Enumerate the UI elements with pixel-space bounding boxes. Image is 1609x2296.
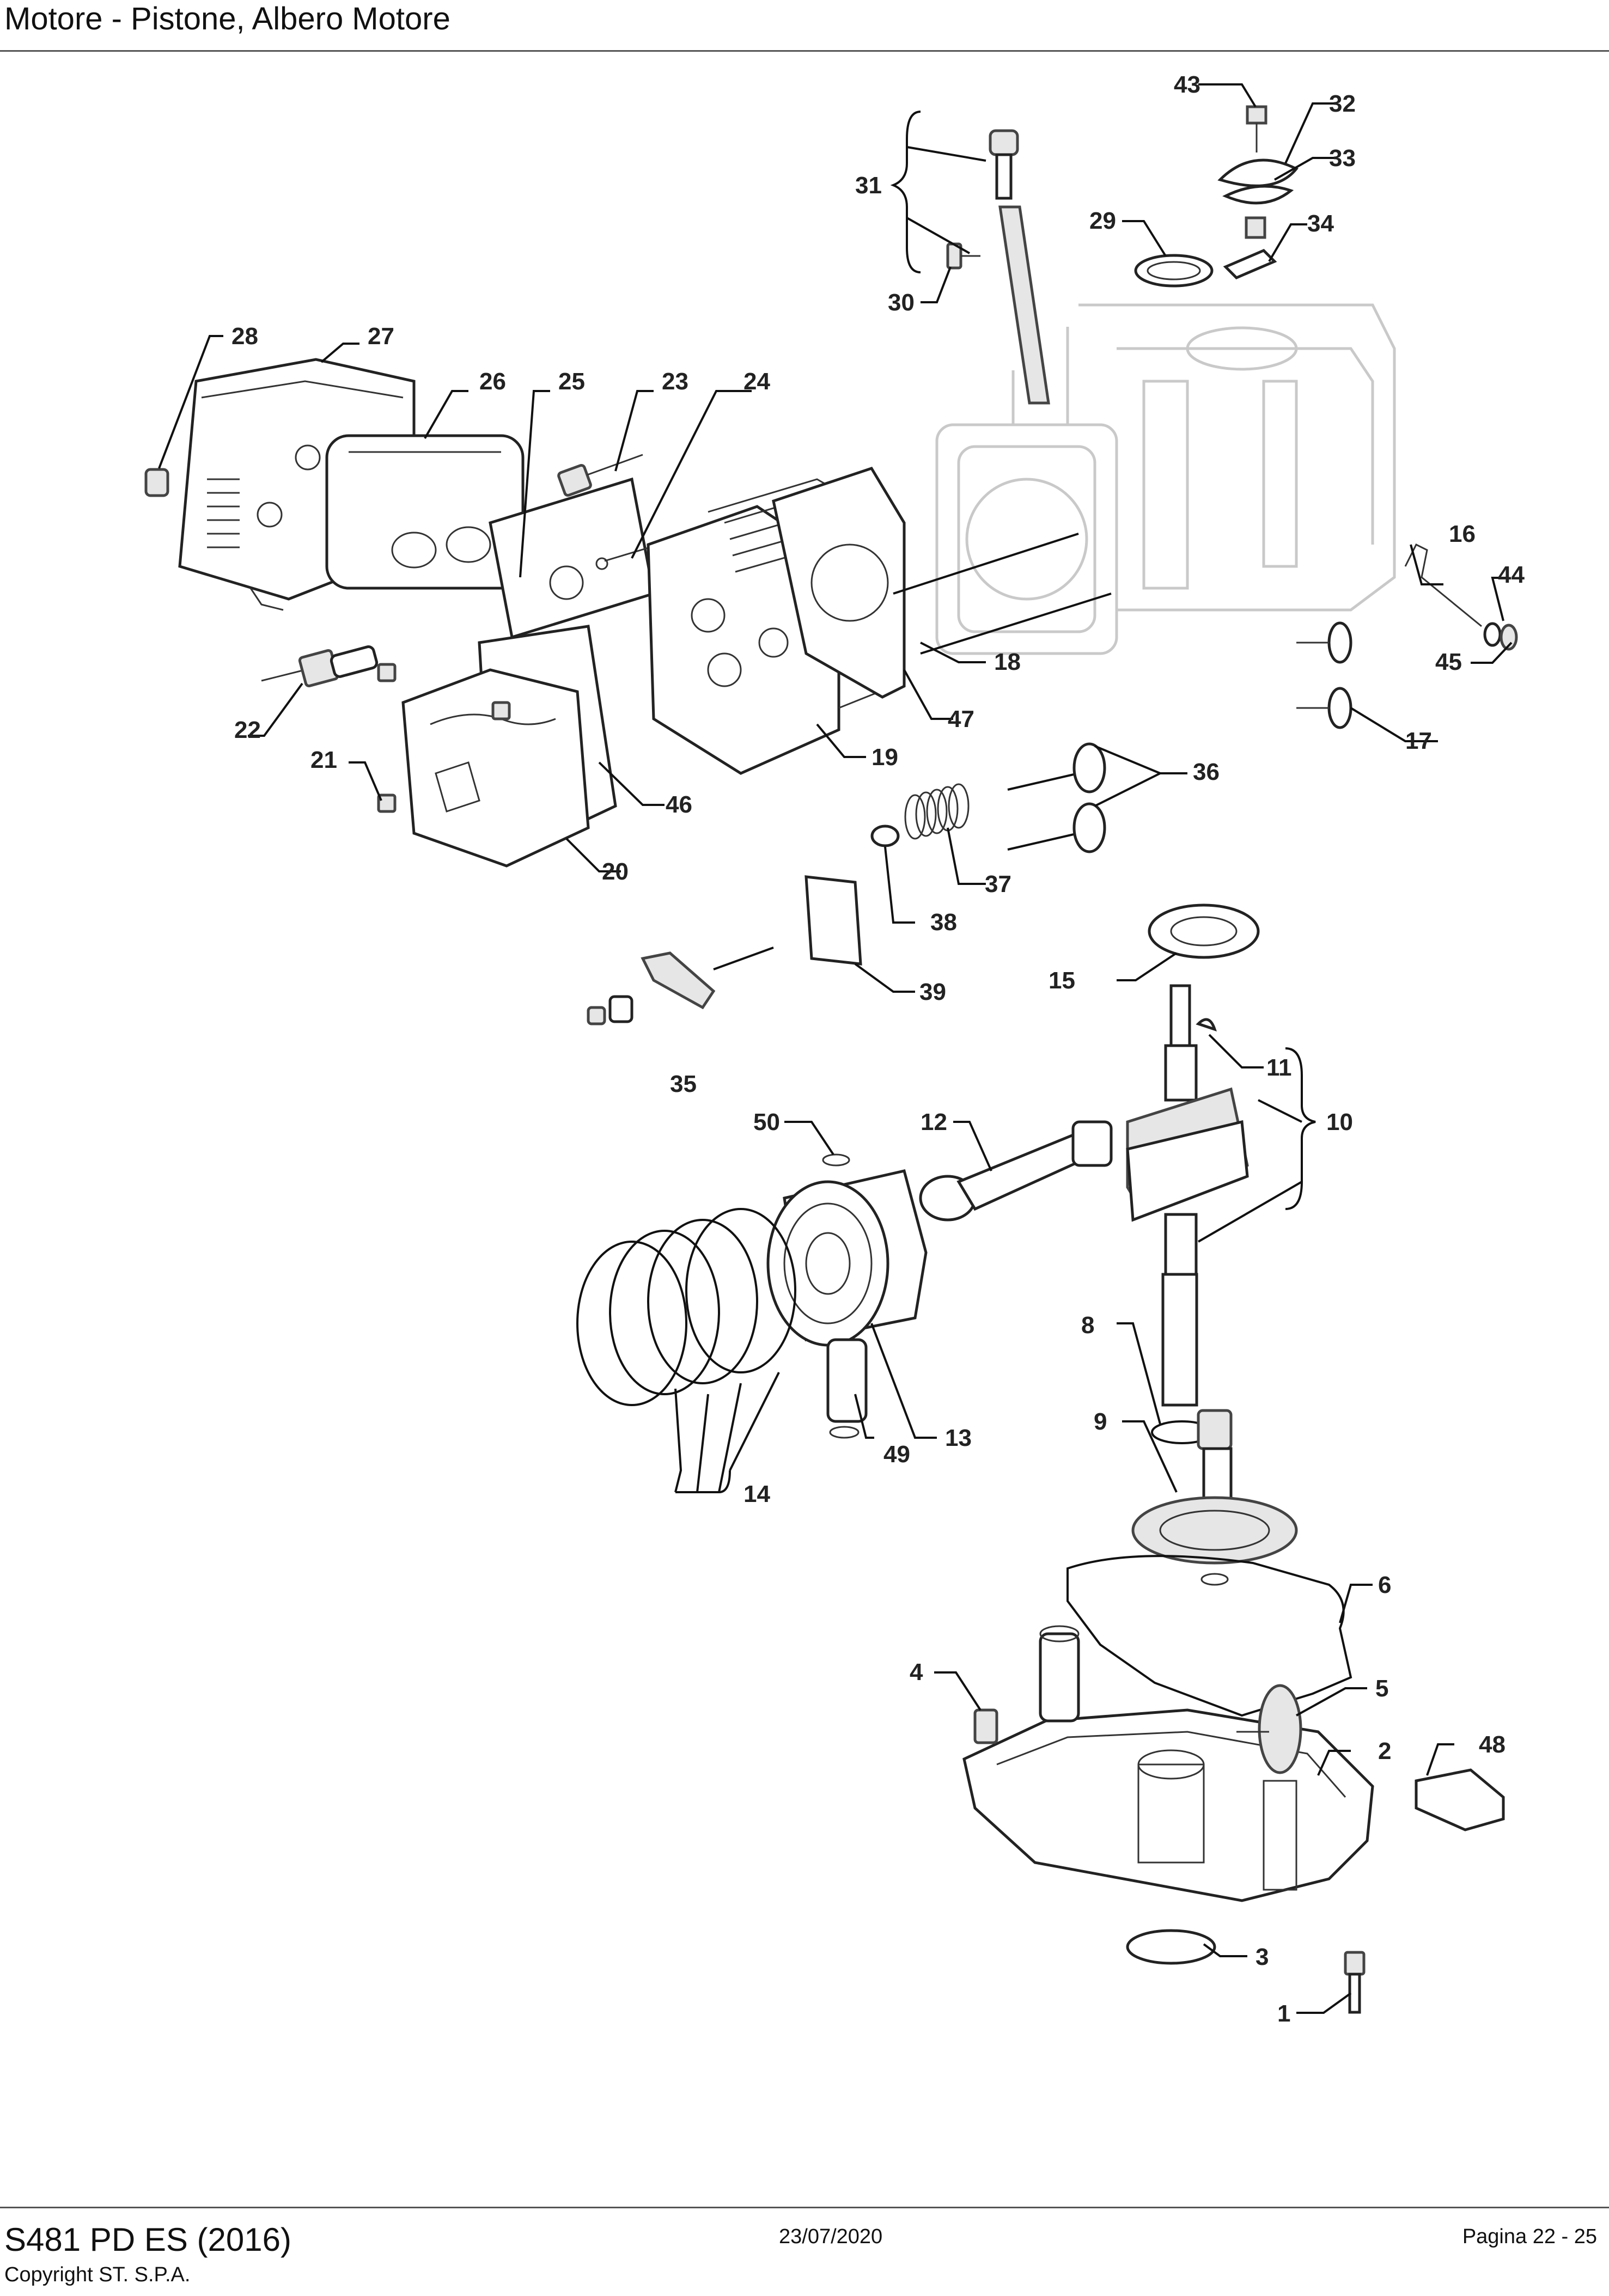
callout-35: 35 [670, 1071, 697, 1097]
footer-divider [0, 2207, 1609, 2208]
part-29-seal-ring [1134, 254, 1214, 288]
part-20-valve-cover [401, 668, 590, 868]
callout-34: 34 [1307, 210, 1334, 237]
callout-23: 23 [662, 368, 688, 395]
callout-10: 10 [1326, 1109, 1353, 1135]
callout-16: 16 [1449, 521, 1476, 547]
page-title: Motore - Pistone, Albero Motore [4, 1, 450, 36]
callout-13: 13 [945, 1425, 972, 1451]
part-30-screw [946, 242, 980, 270]
part-22-spark-plug [261, 645, 379, 687]
part-1-bolt [1344, 1951, 1366, 2014]
callout-48: 48 [1479, 1731, 1506, 1758]
part-9-camshaft-gear [1131, 1409, 1298, 1586]
part-50-clip [822, 1153, 850, 1167]
part-11-key [1196, 1018, 1217, 1031]
callout-17: 17 [1405, 728, 1432, 754]
part-5-governor-gear [1236, 1684, 1302, 1774]
part-15-bearing [1148, 903, 1260, 959]
callout-37: 37 [985, 871, 1011, 897]
part-17-tappets [1296, 621, 1352, 729]
engine-block-outline [935, 303, 1396, 655]
callout-32: 32 [1329, 90, 1356, 117]
model-name: S481 PD ES (2016) [4, 2221, 291, 2258]
part-23-bolt [557, 454, 643, 497]
callout-50: 50 [753, 1109, 780, 1135]
part-12-connecting-rod [919, 1120, 1113, 1222]
part-38-washer [870, 825, 900, 847]
callout-28: 28 [231, 323, 258, 350]
callout-3: 3 [1255, 1944, 1269, 1970]
callout-43: 43 [1174, 71, 1200, 98]
print-date: 23/07/2020 [779, 2225, 883, 2248]
callout-22: 22 [234, 717, 261, 743]
part-14-piston-rings [576, 1208, 796, 1406]
part-18-studs [893, 533, 1112, 655]
callout-25: 25 [558, 368, 585, 395]
callout-36: 36 [1193, 759, 1220, 785]
callout-9: 9 [1094, 1408, 1107, 1435]
callout-14: 14 [743, 1481, 770, 1507]
part-47-head-gasket [772, 466, 906, 699]
callout-4: 4 [910, 1659, 923, 1686]
callout-46: 46 [666, 791, 692, 818]
callout-39: 39 [919, 979, 946, 1005]
part-32-33-34-43-breather [1217, 105, 1299, 279]
part-39-guide-plate [804, 875, 862, 966]
callout-18: 18 [994, 649, 1021, 675]
callout-38: 38 [930, 909, 957, 936]
part-45-nut [1500, 624, 1518, 651]
copyright: Copyright ST. S.P.A. [4, 2263, 191, 2286]
callout-11: 11 [1266, 1054, 1292, 1081]
callout-44: 44 [1498, 561, 1525, 588]
header-divider [0, 50, 1609, 52]
part-3-oil-seal [1126, 1929, 1216, 1965]
callout-1: 1 [1277, 2000, 1290, 2027]
callout-27: 27 [368, 323, 394, 350]
callout-21: 21 [310, 747, 337, 773]
callout-49: 49 [883, 1441, 910, 1468]
part-44-washer [1483, 622, 1502, 647]
callout-24: 24 [743, 368, 770, 395]
callout-19: 19 [871, 744, 898, 771]
leader-lines [158, 83, 1513, 2014]
part-26-muffler [325, 434, 525, 590]
callout-47: 47 [948, 706, 974, 732]
part-2-crankcase-base [962, 1625, 1374, 1902]
callout-5: 5 [1375, 1675, 1388, 1702]
callout-30: 30 [888, 289, 915, 316]
callout-2: 2 [1378, 1738, 1391, 1764]
part-37-spring [904, 783, 970, 840]
part-28-nut [144, 468, 169, 497]
part-6-crankcase-gasket [1066, 1555, 1352, 1717]
callout-29: 29 [1089, 207, 1116, 234]
part-48-bracket [1415, 1768, 1505, 1831]
callout-8: 8 [1081, 1312, 1094, 1339]
callout-45: 45 [1435, 649, 1462, 675]
exploded-parts-diagram: 43 32 33 34 29 31 30 28 27 26 25 23 24 1… [144, 71, 1525, 2027]
callout-6: 6 [1378, 1572, 1391, 1598]
part-21-bolts [377, 663, 511, 813]
callout-33: 33 [1329, 145, 1356, 172]
callout-26: 26 [479, 368, 506, 395]
part-31-dipstick [989, 129, 1050, 405]
callout-31: 31 [855, 172, 882, 199]
part-13-piston [766, 1169, 928, 1347]
part-4-pad [973, 1708, 998, 1744]
callout-15: 15 [1049, 967, 1075, 994]
callout-labels: 43 32 33 34 29 31 30 28 27 26 25 23 24 1… [231, 71, 1525, 2027]
part-10-crankshaft [1126, 984, 1249, 1407]
callout-12: 12 [921, 1109, 947, 1135]
callout-20: 20 [602, 858, 629, 885]
part-49-pin [826, 1338, 868, 1439]
part-35-rocker-group [587, 947, 774, 1025]
page-number: Pagina 22 - 25 [1462, 2225, 1597, 2248]
part-36-valves [1007, 742, 1106, 853]
